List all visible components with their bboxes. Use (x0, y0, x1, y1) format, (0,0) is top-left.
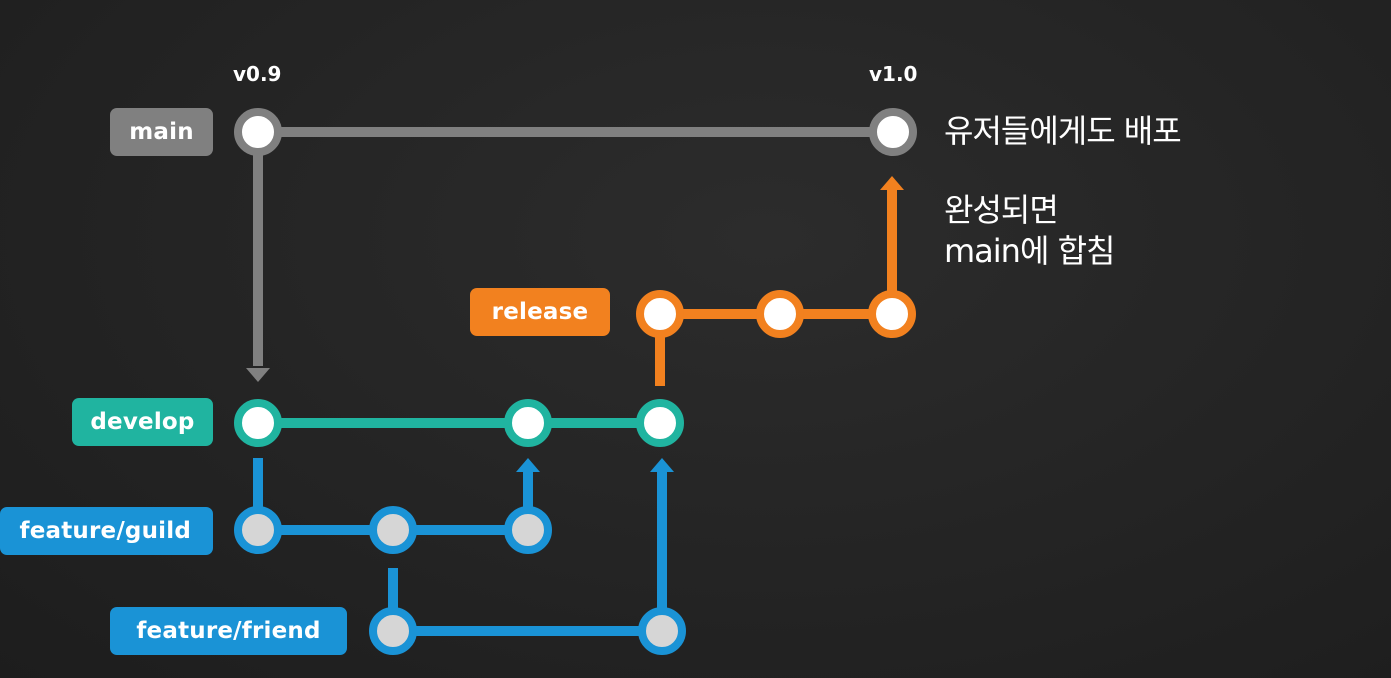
friend-to-develop-arrow (650, 458, 674, 472)
guild-to-develop-arrow (516, 458, 540, 472)
branch-label-develop: develop (72, 398, 213, 446)
version-label-end: v1.0 (869, 62, 918, 86)
release-commit-node (868, 290, 916, 338)
merge-note-line2: main에 합침 (944, 232, 1115, 270)
version-label-start: v0.9 (233, 62, 282, 86)
develop-commit-node (504, 399, 552, 447)
develop-commit-node (636, 399, 684, 447)
branch-label-main: main (110, 108, 213, 156)
branch-label-feature-guild: feature/guild (0, 507, 213, 555)
branch-label-feature-friend: feature/friend (110, 607, 347, 655)
main-to-develop-arrow (246, 368, 270, 382)
feature-friend-commit-node (369, 607, 417, 655)
develop-commit-node (234, 399, 282, 447)
main-commit-node (869, 108, 917, 156)
feature-guild-commit-node (234, 506, 282, 554)
merge-note-line1: 완성되면 (944, 191, 1059, 229)
release-to-main-arrow (880, 176, 904, 190)
feature-guild-commit-node (504, 506, 552, 554)
release-commit-node (636, 290, 684, 338)
feature-guild-commit-node (369, 506, 417, 554)
main-commit-node (234, 108, 282, 156)
deploy-note: 유저들에게도 배포 (944, 112, 1182, 150)
branch-label-release: release (470, 288, 610, 336)
feature-friend-commit-node (638, 607, 686, 655)
release-commit-node (756, 290, 804, 338)
